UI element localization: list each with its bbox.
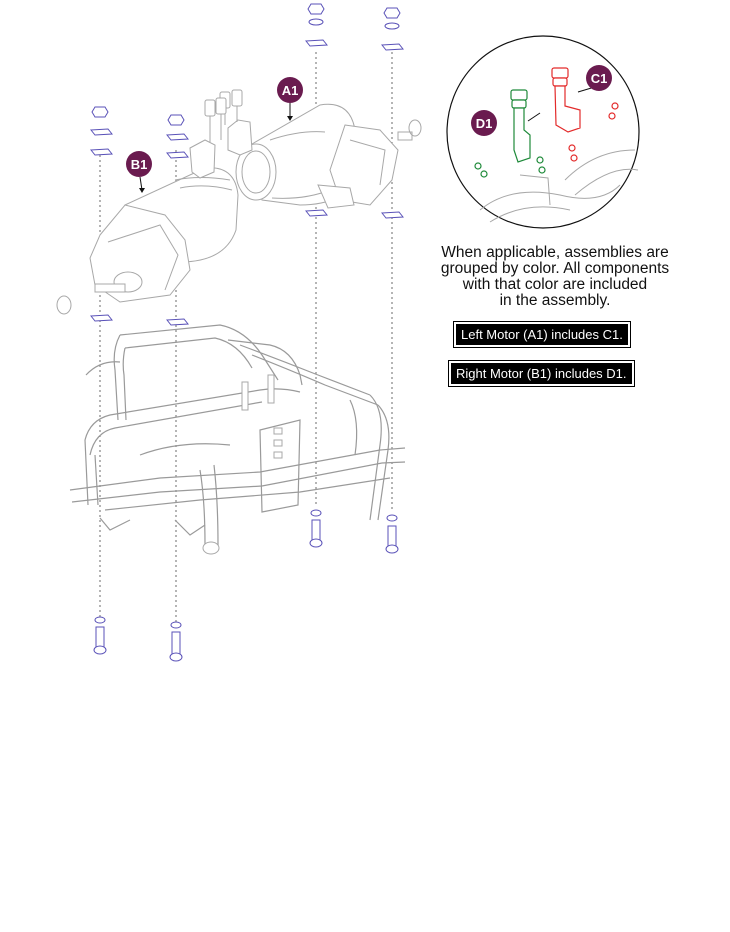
bottom-bolts — [93, 509, 399, 662]
note-line-2: grouped by color. All components — [440, 260, 670, 277]
note-line-3: with that color are included — [462, 276, 648, 293]
callout-d1: D1 — [471, 110, 497, 136]
callout-leaders — [139, 103, 293, 193]
callout-c1-label: C1 — [591, 71, 608, 86]
callout-a1: A1 — [277, 77, 303, 103]
color-grouping-note: When applicable, assemblies are grouped … — [430, 245, 680, 309]
right-motor-legend: Right Motor (B1) includes D1. — [448, 360, 635, 387]
right-motor-assembly — [56, 97, 239, 315]
frame — [69, 324, 406, 555]
callout-a1-label: A1 — [282, 83, 299, 98]
left-motor-assembly — [219, 89, 422, 209]
callout-b1: B1 — [126, 151, 152, 177]
top-hardware-stacks — [90, 3, 404, 326]
note-line-4: in the assembly. — [499, 292, 611, 309]
callout-c1: C1 — [586, 65, 612, 91]
left-motor-legend: Left Motor (A1) includes C1. — [453, 321, 631, 348]
callout-b1-label: B1 — [131, 157, 148, 172]
callout-d1-label: D1 — [476, 116, 493, 131]
note-line-1: When applicable, assemblies are — [441, 244, 669, 261]
